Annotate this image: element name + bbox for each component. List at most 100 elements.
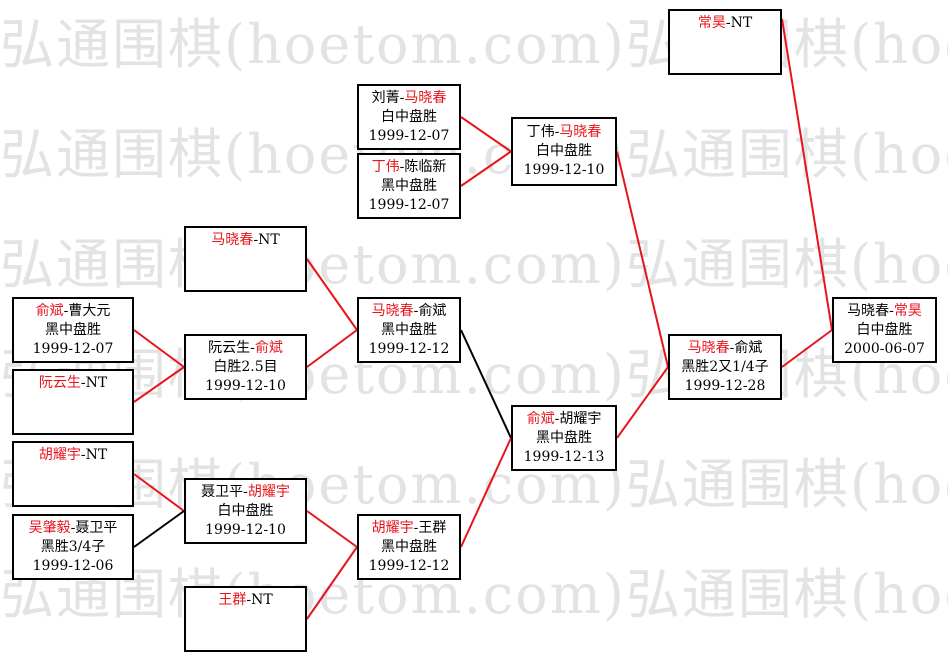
match-box-m3[interactable]: 马晓春-NT xyxy=(184,226,307,292)
vs-separator: - xyxy=(70,519,76,536)
match-players: 刘菁-马晓春 xyxy=(372,89,447,108)
match-players: 马晓春-NT xyxy=(211,231,279,250)
player-name: 吴肇毅 xyxy=(28,519,71,536)
vs-separator: - xyxy=(243,483,248,500)
vs-separator: - xyxy=(554,124,560,140)
player-name: 常昊 xyxy=(893,302,922,319)
bracket-line-m6-m10 xyxy=(133,473,185,512)
match-box-m6[interactable]: 胡耀宇-NT xyxy=(12,441,134,507)
vs-separator: - xyxy=(80,447,86,463)
player-name: 陈临新 xyxy=(404,158,447,175)
match-players: 吴肇毅-聂卫平 xyxy=(29,519,118,538)
player-name: 马晓春 xyxy=(687,339,730,356)
player-name: 曹大元 xyxy=(68,302,111,319)
player-name: 马晓春 xyxy=(404,89,447,106)
player-name: 俞斌 xyxy=(254,339,283,356)
bracket-line-m3-m11 xyxy=(306,258,358,331)
match-players: 俞斌-曹大元 xyxy=(36,302,111,321)
match-players: 王群-NT xyxy=(218,591,272,610)
player-name: 俞斌 xyxy=(734,339,763,356)
player-name: 常昊 xyxy=(697,15,726,31)
match-date: 1999-12-28 xyxy=(684,377,766,394)
vs-separator: - xyxy=(250,339,255,356)
match-date: 2000-06-07 xyxy=(844,340,925,357)
match-players: 俞斌-胡耀宇 xyxy=(527,410,602,429)
match-box-m16[interactable]: 常昊-NT xyxy=(668,9,782,75)
match-players: 马晓春-常昊 xyxy=(847,302,922,321)
match-players: 胡耀宇-NT xyxy=(39,446,107,465)
match-date: 1999-12-06 xyxy=(32,557,114,574)
player-name: 聂卫平 xyxy=(201,483,244,500)
player-name: 王群 xyxy=(218,592,247,608)
match-result: 黑中盘胜 xyxy=(381,321,437,338)
bracket-line-m15-m17 xyxy=(781,329,833,368)
bracket-line-m14-m15 xyxy=(616,366,669,439)
match-result: 黑中盘胜 xyxy=(381,538,437,555)
bracket-line-m9-m11 xyxy=(306,329,358,368)
bracket-line-m1-m13 xyxy=(460,116,512,153)
player-name: NT xyxy=(85,447,108,463)
player-name: 俞斌 xyxy=(35,302,64,319)
match-date: 1999-12-12 xyxy=(368,557,450,574)
player-name: NT xyxy=(251,592,273,608)
match-result: 黑胜2又1/4子 xyxy=(681,358,769,375)
player-name: 马晓春 xyxy=(559,124,602,140)
bracket-line-m12-m14 xyxy=(460,437,512,548)
bracket-line-m16-m17 xyxy=(781,18,833,331)
match-box-m14[interactable]: 俞斌-胡耀宇黑中盘胜 1999-12-13 xyxy=(511,405,617,471)
match-players: 丁伟-马晓春 xyxy=(527,123,602,142)
bracket-line-m7-m10 xyxy=(133,510,185,548)
player-name: 胡耀宇 xyxy=(38,447,81,463)
player-name: 马晓春 xyxy=(211,232,254,248)
vs-separator: - xyxy=(246,592,252,608)
match-date: 1999-12-10 xyxy=(205,377,286,394)
player-name: 聂卫平 xyxy=(75,519,118,536)
player-name: 丁伟 xyxy=(371,158,400,175)
match-players: 马晓春-俞斌 xyxy=(688,339,763,358)
vs-separator: - xyxy=(554,410,560,427)
vs-separator: - xyxy=(399,158,405,175)
match-date: 1999-12-07 xyxy=(32,340,114,357)
match-result: 白胜2.5目 xyxy=(213,358,278,375)
vs-separator: - xyxy=(63,302,69,319)
vs-separator: - xyxy=(253,232,259,248)
player-name: 阮云生 xyxy=(208,339,251,356)
bracket-line-m5-m9 xyxy=(133,366,185,403)
player-name: 马晓春 xyxy=(847,302,890,319)
match-result: 黑胜3/4子 xyxy=(40,538,106,555)
match-box-m8[interactable]: 王群-NT xyxy=(184,586,307,652)
bracket-line-m10-m12 xyxy=(306,510,358,548)
match-result: 白中盘胜 xyxy=(536,143,592,159)
match-date: 1999-12-10 xyxy=(205,521,286,538)
player-name: 胡耀宇 xyxy=(247,483,290,500)
match-result: 白中盘胜 xyxy=(856,321,913,338)
match-date: 1999-12-13 xyxy=(523,448,605,465)
bracket-line-m2-m13 xyxy=(460,150,512,187)
bracket-line-m11-m14 xyxy=(460,329,512,439)
match-players: 阮云生-NT xyxy=(39,374,107,393)
match-players: 常昊-NT xyxy=(698,14,752,33)
match-result: 黑中盘胜 xyxy=(536,429,592,446)
player-name: 丁伟 xyxy=(526,124,555,140)
match-players: 阮云生-俞斌 xyxy=(208,339,283,358)
vs-separator: - xyxy=(725,15,731,31)
match-players: 丁伟-陈临新 xyxy=(372,158,447,177)
match-date: 1999-12-07 xyxy=(368,127,450,144)
vs-separator: - xyxy=(729,339,735,356)
match-box-m5[interactable]: 阮云生-NT xyxy=(12,369,134,435)
player-name: 俞斌 xyxy=(418,302,447,319)
match-box-m17[interactable]: 马晓春-常昊白中盘胜 2000-06-07 xyxy=(832,297,937,363)
match-result: 黑中盘胜 xyxy=(45,321,101,338)
match-players: 马晓春-俞斌 xyxy=(372,302,447,321)
vs-separator: - xyxy=(80,375,86,391)
